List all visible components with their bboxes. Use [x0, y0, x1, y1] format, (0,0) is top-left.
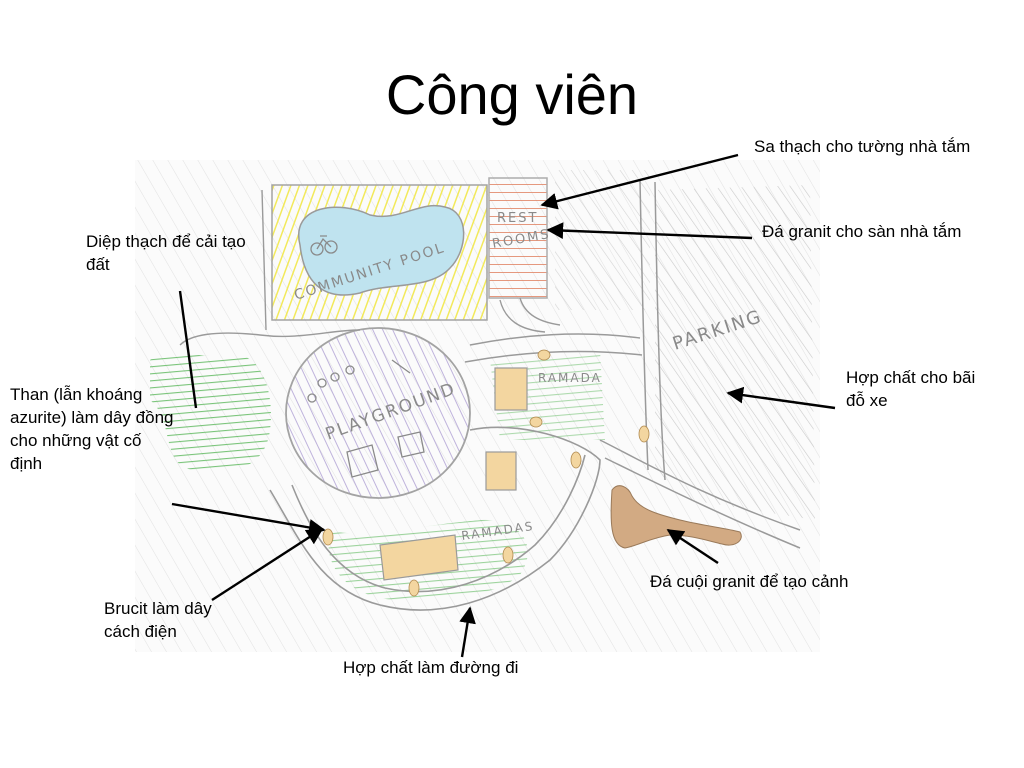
rest-path [499, 297, 561, 333]
callout-coal: Than (lẫn khoáng azurite) làm dây đồng c… [10, 385, 174, 473]
arrow-brucite [211, 527, 324, 602]
parking-road-a [599, 439, 801, 531]
light-fixture [638, 425, 650, 443]
ramada-south [379, 534, 459, 581]
west-boundary-line [261, 189, 267, 331]
callout-path: Hợp chất làm đường đi [343, 658, 519, 677]
playground-area [285, 327, 471, 499]
arrow-coal [171, 502, 326, 536]
parking-road-b [604, 457, 801, 549]
outer-path [269, 426, 601, 611]
inner-path [291, 454, 586, 593]
ramada-center [485, 451, 517, 491]
arrow-granite-floor [546, 222, 753, 240]
arrow-shale [178, 290, 198, 409]
bicycle-icon [310, 235, 338, 256]
arrow-granite-pebbles [666, 528, 719, 565]
ramada-north [494, 367, 528, 411]
callout-granite-floor: Đá granit cho sàn nhà tắm [762, 222, 962, 241]
connector-path-b [464, 350, 643, 363]
slide-title: Công viên [385, 63, 639, 126]
pool-water [297, 204, 465, 296]
north-hatching [555, 170, 650, 310]
arrow-parking [726, 386, 836, 410]
light-fixtures [322, 349, 650, 597]
light-fixture [537, 349, 551, 361]
restrooms-building [488, 177, 548, 299]
parking-area [655, 185, 815, 520]
central-road-line-b [654, 181, 666, 481]
callout-brucite: Brucit làm dây cách điện [104, 599, 212, 641]
light-fixture [408, 579, 420, 597]
callout-granite-pebbles: Đá cuội granit để tạo cảnh [650, 572, 849, 591]
connector-path-a [469, 333, 641, 346]
light-fixture [570, 451, 582, 469]
callout-shale: Diệp thạch để cải tạo đất [86, 232, 246, 274]
granite-rock-feature [610, 485, 742, 549]
arrow-path [459, 606, 476, 658]
callout-parking: Hợp chất cho bãi đỗ xe [846, 368, 976, 410]
arrow-sandstone [540, 153, 739, 210]
light-fixture [322, 528, 334, 546]
callout-sandstone: Sa thạch cho tường nhà tắm [754, 137, 971, 156]
restrooms-label-rest: REST [497, 211, 538, 226]
playground-equipment [307, 359, 425, 478]
west-lawn [150, 353, 271, 472]
ramada-label: RAMADA [538, 371, 602, 385]
pool-path [179, 329, 361, 346]
light-fixture [502, 546, 514, 564]
light-fixture [529, 416, 543, 428]
